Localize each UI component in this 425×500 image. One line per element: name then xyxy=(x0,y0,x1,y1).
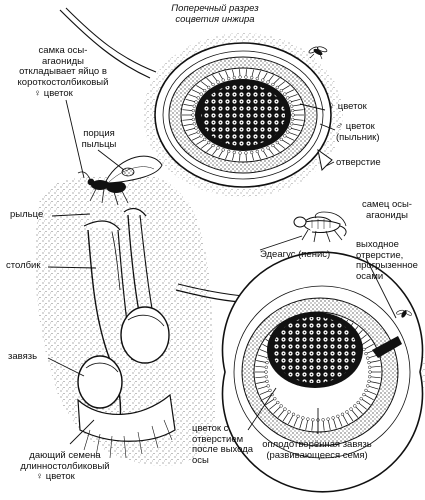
flying-wasp xyxy=(308,46,328,60)
opening-label: отверстие xyxy=(336,157,381,168)
title-label: Поперечный разрез соцветия инжира xyxy=(171,3,259,25)
seed-flower-label: дающий семена длинностолбиковый xyxy=(20,450,110,472)
female-wasp-label: самка осы- агаониды откладывает яйцо в к… xyxy=(17,45,109,88)
fertilized-ovary-label: оплодотворённая завязь (развивающееся се… xyxy=(262,439,372,461)
flower-stalk-illustration xyxy=(35,174,217,466)
seed-flower-sym-label: ♀ цветок xyxy=(36,471,75,482)
male-wasp-label: самец осы- агаониды xyxy=(362,199,412,221)
pollen-label: порция пыльцы xyxy=(81,128,117,150)
ovary-label: завязь xyxy=(8,351,38,362)
flower-with-hole-label: цветок с отверстием после выхода осы xyxy=(192,423,254,466)
exit-hole-label: выходное отверстие, прогрызенное осами xyxy=(356,239,418,282)
style-label: столбик xyxy=(6,260,41,271)
male-wasp xyxy=(293,211,347,243)
flower-female-label: ♀ цветок xyxy=(328,101,367,112)
pointer-lines xyxy=(47,99,397,445)
aedeagus-label: Эдеагус (пенис) xyxy=(260,249,331,260)
female-wasp xyxy=(77,155,163,206)
flower-male-label: ♂ цветок (пыльник) xyxy=(336,121,380,143)
female-wasp-flower-label: ♀ цветок xyxy=(34,88,73,99)
pollen-sac xyxy=(121,167,135,177)
stigma-label: рыльце xyxy=(10,209,44,220)
fig-section-bottom xyxy=(175,251,425,493)
fig-section-top xyxy=(59,7,343,197)
